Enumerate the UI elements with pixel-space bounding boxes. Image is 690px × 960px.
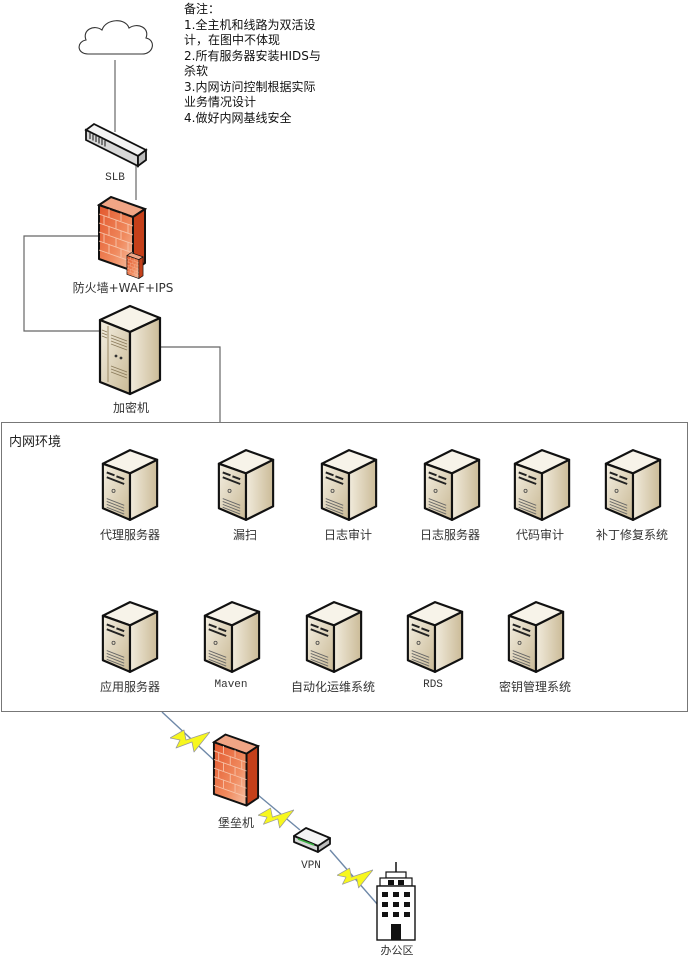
server-label: 自动化运维系统 [290, 680, 376, 694]
office-label: 办公区 [380, 944, 414, 957]
lightning-link-icon [170, 728, 210, 754]
vpn-router-icon[interactable] [292, 824, 332, 854]
load-balancer-icon [84, 122, 148, 168]
encryptor-label: 加密机 [112, 401, 150, 415]
server-icon[interactable] [318, 446, 380, 524]
intranet-to-bastion-line [161, 711, 217, 763]
server-label: 密钥管理系统 [498, 680, 572, 694]
server-icon[interactable] [404, 598, 466, 676]
server-label: Maven [214, 679, 248, 691]
server-label: RDS [423, 679, 443, 691]
notes-line: 2.所有服务器安装HIDS与 [184, 48, 321, 63]
notes-block: 备注： 1.全主机和线路为双活设 计，在图中不体现 2.所有服务器安装HIDS与… [184, 2, 321, 126]
lightning-link-icon [258, 806, 294, 830]
notes-line: 1.全主机和线路为双活设 [184, 17, 316, 32]
server-icon[interactable] [511, 446, 573, 524]
server-icon[interactable] [201, 598, 263, 676]
encryptor-to-intranet-line [160, 346, 221, 423]
slb-label: SLB [105, 172, 125, 184]
firewall-label: 防火墙+WAF+IPS [72, 281, 174, 295]
server-icon[interactable] [421, 446, 483, 524]
server-label: 代理服务器 [99, 528, 161, 542]
bastion-to-vpn-line [257, 794, 301, 831]
bastion-label: 堡垒机 [217, 816, 255, 830]
waf-ips-icon [125, 252, 145, 280]
notes-line: 4.做好内网基线安全 [184, 110, 292, 125]
notes-title: 备注： [184, 2, 221, 16]
lightning-link-icon [337, 866, 373, 890]
intranet-zone [1, 422, 688, 712]
notes-line: 杀软 [184, 64, 209, 78]
vpn-label: VPN [301, 860, 321, 872]
server-icon[interactable] [303, 598, 365, 676]
server-icon[interactable] [99, 598, 161, 676]
notes-line: 计，在图中不体现 [184, 33, 281, 47]
server-icon[interactable] [99, 446, 161, 524]
server-icon[interactable] [602, 446, 664, 524]
server-label: 代码审计 [515, 528, 565, 542]
encryptor-icon[interactable] [98, 304, 162, 396]
server-label: 补丁修复系统 [595, 528, 669, 542]
server-icon[interactable] [215, 446, 277, 524]
server-label: 日志服务器 [419, 528, 481, 542]
server-icon[interactable] [505, 598, 567, 676]
notes-line: 3.内网访问控制根据实际 [184, 79, 316, 94]
cloud-icon [78, 20, 153, 55]
firewall-to-encryptor-line [23, 235, 100, 332]
bastion-icon[interactable] [212, 732, 260, 810]
notes-line: 业务情况设计 [184, 95, 257, 109]
intranet-zone-title: 内网环境 [9, 435, 62, 450]
server-label: 应用服务器 [99, 680, 161, 694]
office-building-icon[interactable] [376, 862, 416, 942]
server-label: 日志审计 [323, 528, 373, 542]
server-label: 漏扫 [232, 528, 258, 542]
